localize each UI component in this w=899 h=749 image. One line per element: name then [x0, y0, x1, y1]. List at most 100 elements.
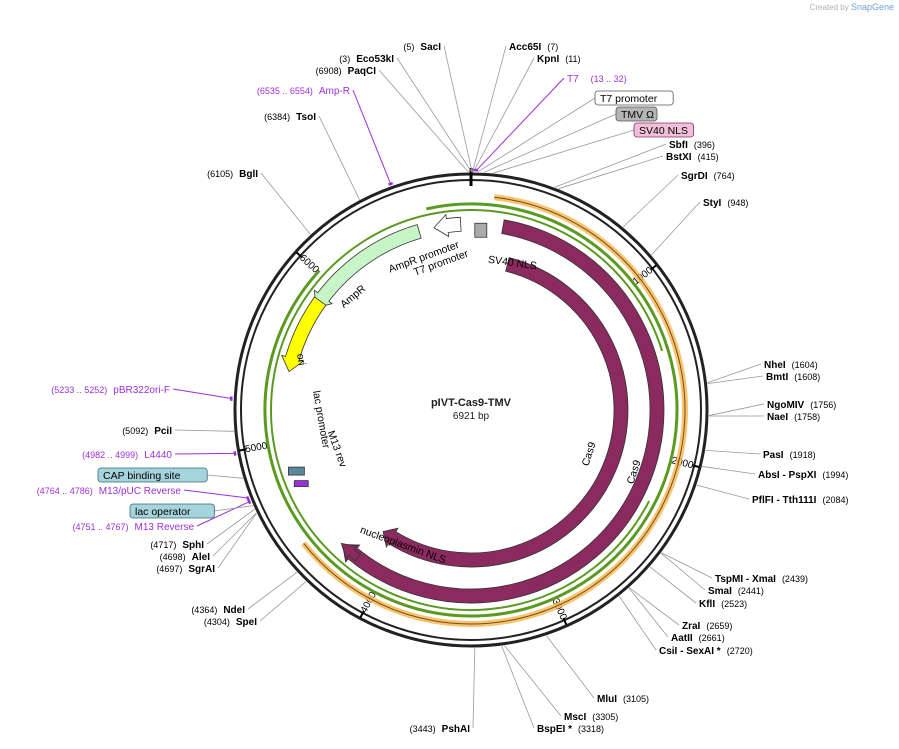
enzyme-label-leader — [707, 363, 762, 384]
primer-label: (5233 .. 5252)pBR322ori-F — [51, 385, 170, 396]
enzyme-label-name: Eco53kI — [356, 54, 394, 65]
enzyme-label-name: MluI — [597, 694, 617, 705]
enzyme-label-name: NheI — [764, 360, 786, 371]
box-leader — [483, 113, 617, 173]
enzyme-label-leader — [259, 581, 307, 622]
enzyme-label: NgoMIV(1756) — [767, 400, 836, 411]
enzyme-label-name: SphI — [182, 540, 204, 551]
enzyme-label-leader — [318, 115, 360, 200]
cas9-orf-arc-core — [303, 196, 686, 625]
enzyme-label-name: SmaI — [708, 586, 732, 597]
enzyme-label: (4364)NdeI — [191, 605, 245, 616]
primer-range: (6535 .. 6554) — [257, 86, 313, 96]
enzyme-label-leader — [501, 645, 535, 729]
enzyme-label-pos: (3443) — [410, 724, 436, 734]
enzyme-label: (6384) TsoI — [264, 112, 316, 123]
enzyme-label-pos: (2084) — [822, 495, 848, 505]
enzyme-label-pos: (4364) — [191, 605, 217, 615]
enzyme-label-pos: (3305) — [592, 712, 618, 722]
enzyme-label-pos: (2720) — [727, 646, 753, 656]
enzyme-label-name: PflFI - Tth111I — [752, 495, 817, 506]
enzyme-label: (6105)BglI — [207, 169, 258, 180]
enzyme-label-leader — [472, 647, 476, 729]
feature-box-label: CAP binding site — [103, 470, 181, 482]
primer-range: (4764 .. 4786) — [37, 486, 93, 496]
enzyme-label: AbsI - PspXI(1994) — [758, 470, 848, 481]
scale-tick — [562, 617, 568, 626]
enzyme-label-pos: (4697) — [156, 564, 182, 574]
primer-leader — [172, 388, 233, 400]
enzyme-label: MscI(3305) — [564, 712, 618, 723]
snapgene-credit: Created by SnapGene — [810, 2, 894, 12]
enzyme-label-name: AatII — [671, 633, 693, 644]
box-leader — [493, 129, 635, 174]
cas9-label: Cas9 — [580, 440, 599, 467]
enzyme-label-name: NaeI — [767, 412, 788, 423]
feature-box-label: TMV Ω — [621, 109, 654, 121]
m13-rev-block — [293, 480, 309, 488]
enzyme-label-name: BspEI * — [537, 724, 572, 735]
scale-tick — [691, 464, 700, 468]
enzyme-label: CsiI - SexAI *(2720) — [659, 646, 753, 657]
enzyme-label-pos: (1608) — [794, 372, 820, 382]
enzyme-label: KflI(2523) — [699, 599, 747, 610]
enzyme-label: SgrDI(764) — [681, 171, 735, 182]
enzyme-label-leader — [174, 429, 234, 432]
enzyme-label-name: PciI — [154, 426, 172, 437]
enzyme-label: NaeI(1758) — [767, 412, 820, 423]
enzyme-label-leader — [473, 57, 535, 173]
primer-name: L4440 — [144, 450, 172, 461]
feature-box — [129, 503, 215, 519]
enzyme-label-name: AbsI - PspXI — [758, 470, 817, 481]
primer-name: M13/pUC Reverse — [99, 486, 182, 497]
enzyme-label-name: TspMI - XmaI — [715, 574, 776, 585]
enzyme-label-pos: (3105) — [623, 694, 649, 704]
enzyme-label-pos: (4698) — [160, 552, 186, 562]
enzyme-label-pos: (11) — [565, 54, 580, 64]
enzyme-label-pos: (6908) — [316, 66, 342, 76]
enzyme-label: AatII(2661) — [671, 633, 725, 644]
feature-box-label: SV40 NLS — [639, 125, 688, 137]
feature-box — [594, 90, 674, 106]
scale-tick — [239, 448, 247, 452]
enzyme-label-leader — [558, 155, 664, 190]
enzyme-label-pos: (6384) — [264, 112, 290, 122]
tmv-omega-block — [474, 222, 488, 238]
enzyme-label: SmaI(2441) — [708, 586, 764, 597]
primer-leader — [196, 500, 251, 527]
enzyme-label-pos: (3) — [339, 54, 350, 64]
box-leader — [214, 505, 254, 512]
lac-operator-block — [287, 466, 305, 476]
feature-box — [97, 467, 208, 483]
enzyme-label-pos: (7) — [547, 42, 558, 52]
box-leader — [207, 474, 244, 479]
box-leader — [477, 97, 596, 173]
enzyme-label-name: PaqCI — [348, 66, 377, 77]
enzyme-label: SbfI(396) — [669, 140, 715, 151]
enzyme-label-leader — [660, 552, 706, 591]
enzyme-label-pos: (4304) — [204, 617, 230, 627]
scale-tick-label: 5000 — [244, 441, 268, 456]
enzyme-label-leader — [504, 645, 562, 717]
enzyme-label: BmtI(1608) — [766, 372, 820, 383]
enzyme-label: PflFI - Tth111I (2084) — [752, 495, 848, 506]
primer-range: (4751 .. 4767) — [72, 522, 128, 532]
enzyme-label-leader — [696, 484, 750, 500]
ori-label: ori — [294, 353, 308, 367]
enzyme-label-name: ZraI — [682, 621, 701, 632]
enzyme-label-pos: (5092) — [122, 426, 148, 436]
feature-box-label: T7 promoter — [600, 93, 658, 105]
scale-tick — [650, 264, 657, 271]
enzyme-label-leader — [707, 375, 764, 385]
enzyme-label-pos: (948) — [727, 198, 748, 208]
snapgene-logo: SnapGene — [850, 2, 894, 12]
enzyme-label-name: SgrDI — [681, 171, 708, 182]
enzyme-label-name: TsoI — [296, 112, 316, 123]
enzyme-label: (5)SacI — [403, 42, 441, 53]
nucleoplasmin-nls-arrow — [340, 542, 361, 562]
enzyme-label-pos: (4717) — [150, 540, 176, 550]
enzyme-label-pos: (1756) — [810, 400, 836, 410]
enzyme-label-name: KpnI — [537, 54, 559, 65]
enzyme-label: (3) Eco53kI — [339, 54, 394, 65]
enzyme-label-leader — [702, 466, 756, 475]
